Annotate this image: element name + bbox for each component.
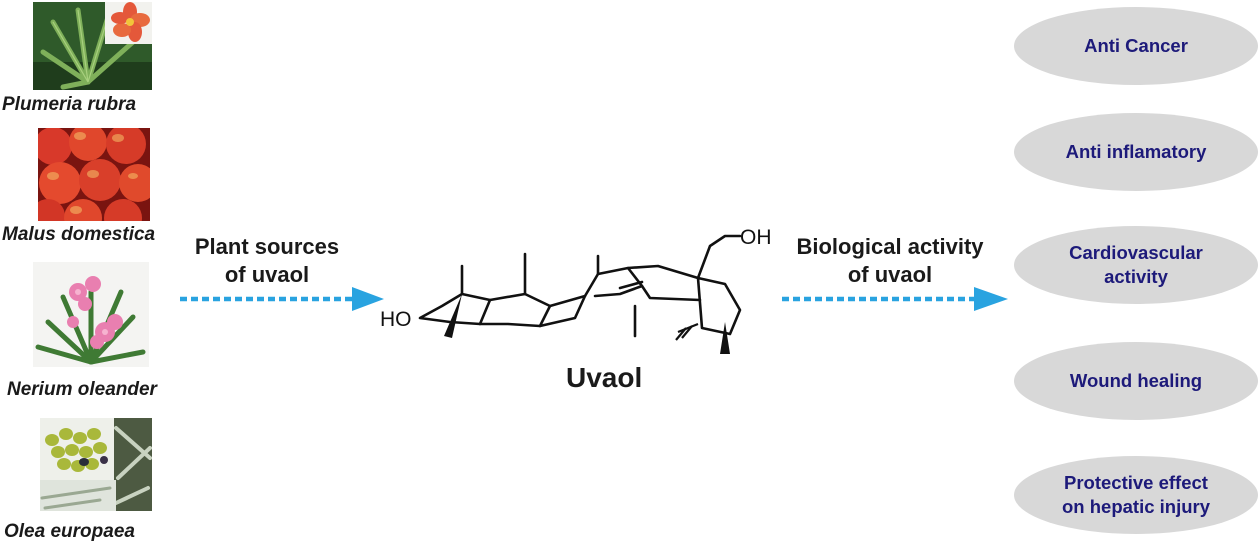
activity-anti-cancer-line1: Anti Cancer [1084, 35, 1188, 56]
ho-label: HO [380, 308, 412, 331]
plumeria-photo [33, 2, 152, 90]
plant-sources-line2: of uvaol [224, 262, 310, 287]
activity-hepatic-protection: Protective effect on hepatic injury [1014, 456, 1258, 534]
activity-cardiovascular-line2: activity [1104, 266, 1168, 287]
oh-label: OH [740, 226, 772, 249]
biological-activity-line2: of uvaol [847, 262, 933, 287]
activity-wound-healing: Wound healing [1014, 342, 1258, 420]
biological-activity-label: Biological activity of uvaol [776, 233, 1004, 289]
plant-label-plumeria: Plumeria rubra [2, 94, 137, 115]
activity-anti-cancer: Anti Cancer [1014, 7, 1258, 85]
left-dashed-arrow-icon [180, 287, 384, 311]
biological-activity-line1: Biological activity [796, 234, 984, 259]
right-dashed-arrow-icon [782, 287, 1008, 311]
uvaol-structure-icon: HO OH [380, 226, 772, 354]
activity-wound-healing-line1: Wound healing [1069, 370, 1203, 391]
activity-cardiovascular: Cardiovascular activity [1014, 226, 1258, 304]
plant-label-nerium: Nerium oleander [7, 379, 157, 400]
apple-photo [38, 128, 150, 221]
activity-anti-inflamatory-line1: Anti inflamatory [1065, 141, 1207, 162]
activity-anti-inflamatory: Anti inflamatory [1014, 113, 1258, 191]
plant-label-olea: Olea europaea [4, 521, 135, 542]
plant-sources-label: Plant sources of uvaol [172, 233, 362, 289]
activity-cardiovascular-line1: Cardiovascular [1069, 242, 1203, 263]
activity-hepatic-protection-line2: on hepatic injury [1061, 496, 1211, 517]
olive-photo [40, 418, 152, 511]
oleander-photo [33, 262, 149, 367]
plant-label-malus: Malus domestica [2, 224, 156, 245]
molecule-name: Uvaol [566, 362, 643, 393]
plant-sources-line1: Plant sources [194, 234, 340, 259]
activity-hepatic-protection-line1: Protective effect [1064, 472, 1208, 493]
